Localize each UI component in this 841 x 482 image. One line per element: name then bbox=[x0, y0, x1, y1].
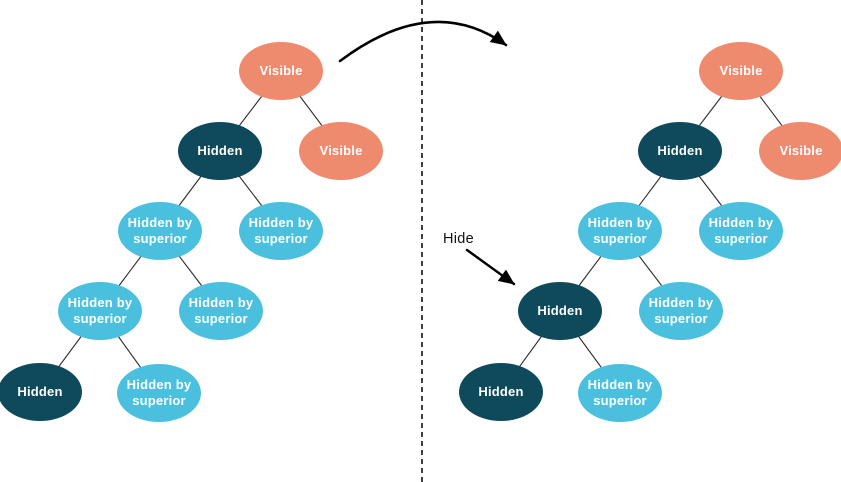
tree-before-edges bbox=[39, 70, 342, 394]
tree-edge bbox=[39, 310, 101, 393]
tree-edge bbox=[559, 230, 621, 312]
tree-edge bbox=[619, 230, 682, 312]
tree-edge bbox=[219, 150, 282, 232]
tree-after-edges bbox=[500, 70, 802, 394]
tree-edge bbox=[679, 70, 742, 152]
tree-edge bbox=[99, 310, 160, 394]
tree-edge bbox=[159, 230, 222, 312]
tree-edge bbox=[740, 70, 802, 152]
tree-edge bbox=[219, 70, 282, 152]
tree-edge bbox=[280, 70, 342, 152]
tree-edge bbox=[500, 310, 561, 393]
hide-label: Hide bbox=[443, 231, 475, 247]
tree-edge bbox=[679, 150, 742, 232]
tree-edge bbox=[99, 230, 161, 312]
transform-arrow-icon bbox=[338, 20, 508, 63]
tree-edge bbox=[619, 150, 681, 232]
hide-arrow-icon bbox=[465, 248, 516, 286]
tree-edge bbox=[559, 310, 621, 394]
tree-edge bbox=[159, 150, 221, 232]
